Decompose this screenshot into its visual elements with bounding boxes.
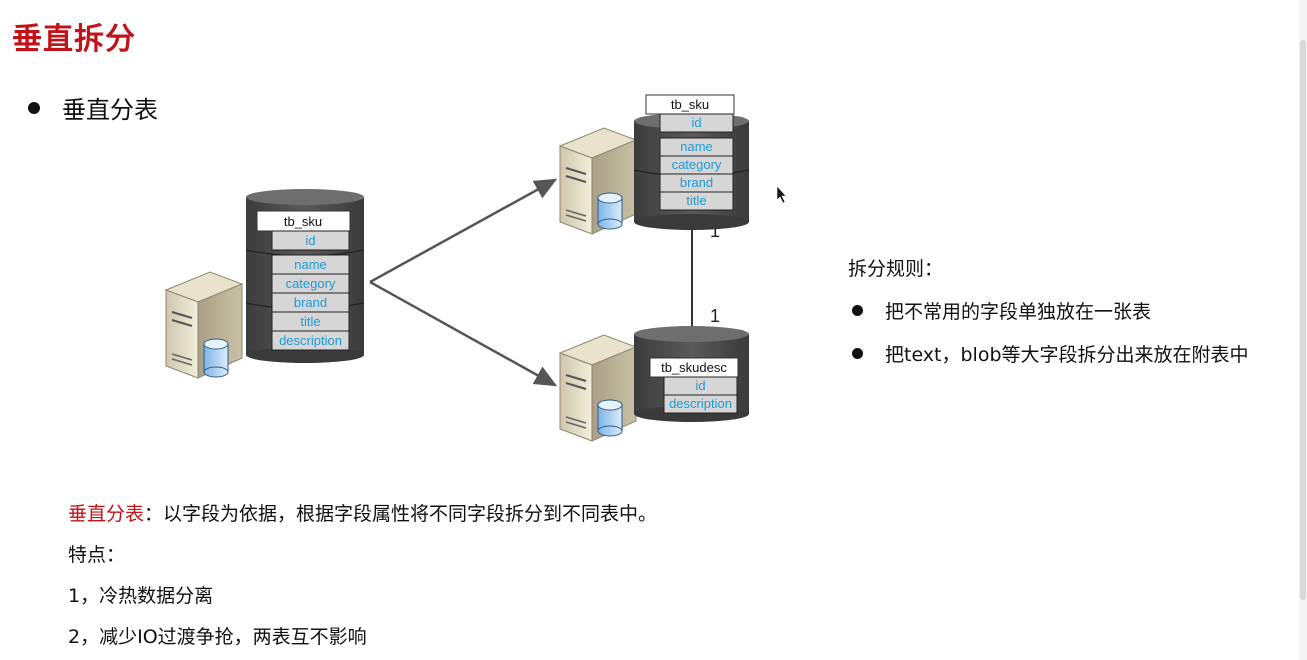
page-title: 垂直拆分: [12, 22, 136, 57]
table-field-row: category: [659, 155, 734, 175]
table-field-name: brand: [680, 175, 713, 190]
table-header-target-2: tb_skudesc: [649, 357, 739, 378]
table-name-source: tb_sku: [284, 214, 322, 229]
db-cylinder-source: [245, 189, 365, 363]
definition-term: 垂直分表: [68, 503, 145, 525]
rule-text: 把text，blob等大字段拆分出来放在附表中: [885, 344, 1249, 366]
arrow-to-tb-skudesc: [369, 280, 558, 387]
scrollbar[interactable]: [1299, 0, 1307, 660]
scrollbar-thumb[interactable]: [1300, 40, 1306, 600]
db-cylinder-target-1: [633, 113, 750, 230]
table-field-name: id: [691, 115, 701, 130]
mouse-cursor-icon: [776, 185, 787, 204]
server-icon-target-1: [558, 127, 638, 235]
table-field-row: title: [659, 191, 734, 211]
server-icon-source: [164, 271, 244, 379]
table-field-row: name: [659, 137, 734, 157]
bullet-dot: [28, 101, 40, 114]
table-field-name: brand: [294, 295, 327, 310]
table-field-name: description: [279, 333, 342, 348]
table-field-name: category: [672, 157, 722, 172]
server-icon-target-2: [558, 334, 638, 442]
table-field-name: name: [680, 139, 713, 154]
bullet-dot: [852, 348, 863, 359]
bullet-vertical-table-split: 垂直分表: [28, 90, 158, 125]
connectors: 1 1: [369, 178, 720, 387]
table-field-row: description: [663, 394, 738, 414]
feature-item: 2，减少IO过渡争抢，两表互不影响: [68, 626, 367, 648]
table-field-name: title: [686, 193, 706, 208]
fields-source: id name category brand title description: [271, 230, 350, 351]
table-field-row: id: [659, 113, 734, 133]
table-field-row: brand: [659, 173, 734, 193]
split-rules: 拆分规则： 把不常用的字段单独放在一张表 把text，blob等大字段拆分出来放…: [848, 254, 1249, 383]
table-field-name: id: [305, 233, 315, 248]
fields-target-2: id description: [663, 376, 738, 414]
db-cylinder-target-2: [634, 326, 749, 422]
features-title: 特点：: [68, 544, 126, 566]
feature-item: 1，冷热数据分离: [68, 585, 214, 607]
table-field-name: description: [669, 396, 732, 411]
rules-heading: 拆分规则：: [848, 258, 944, 280]
table-name-target-2: tb_skudesc: [661, 360, 727, 375]
table-field-name: category: [286, 276, 336, 291]
description-block: 垂直分表：以字段为依据，根据字段属性将不同字段拆分到不同表中。 特点： 1，冷热…: [68, 494, 657, 658]
rule-item: 把不常用的字段单独放在一张表: [848, 297, 1249, 324]
table-field-row: description: [271, 330, 350, 351]
table-field-row: name: [271, 254, 350, 275]
table-field-name: id: [695, 378, 705, 393]
table-name-target-1: tb_sku: [671, 97, 709, 112]
relation-label-bottom: 1: [710, 306, 720, 326]
table-field-row: category: [271, 273, 350, 294]
definition-line: 垂直分表：以字段为依据，根据字段属性将不同字段拆分到不同表中。: [68, 494, 657, 535]
table-header-target-1: tb_sku: [645, 94, 735, 115]
table-field-row: title: [271, 311, 350, 332]
table-field-name: name: [294, 257, 327, 272]
fields-target-1: id name category brand title: [659, 113, 734, 211]
bullet-text: 垂直分表: [62, 96, 158, 124]
table-field-row: id: [271, 230, 350, 251]
table-field-name: title: [300, 314, 320, 329]
table-header-source: tb_sku: [256, 210, 351, 232]
table-field-row: id: [663, 376, 738, 396]
rule-item: 把text，blob等大字段拆分出来放在附表中: [848, 340, 1249, 367]
relation-label-top: 1: [710, 221, 720, 241]
definition-text: ：以字段为依据，根据字段属性将不同字段拆分到不同表中。: [144, 503, 658, 525]
arrow-to-tb-sku: [369, 178, 558, 284]
bullet-dot: [852, 305, 863, 316]
table-field-row: brand: [271, 292, 350, 313]
rule-text: 把不常用的字段单独放在一张表: [885, 301, 1152, 323]
